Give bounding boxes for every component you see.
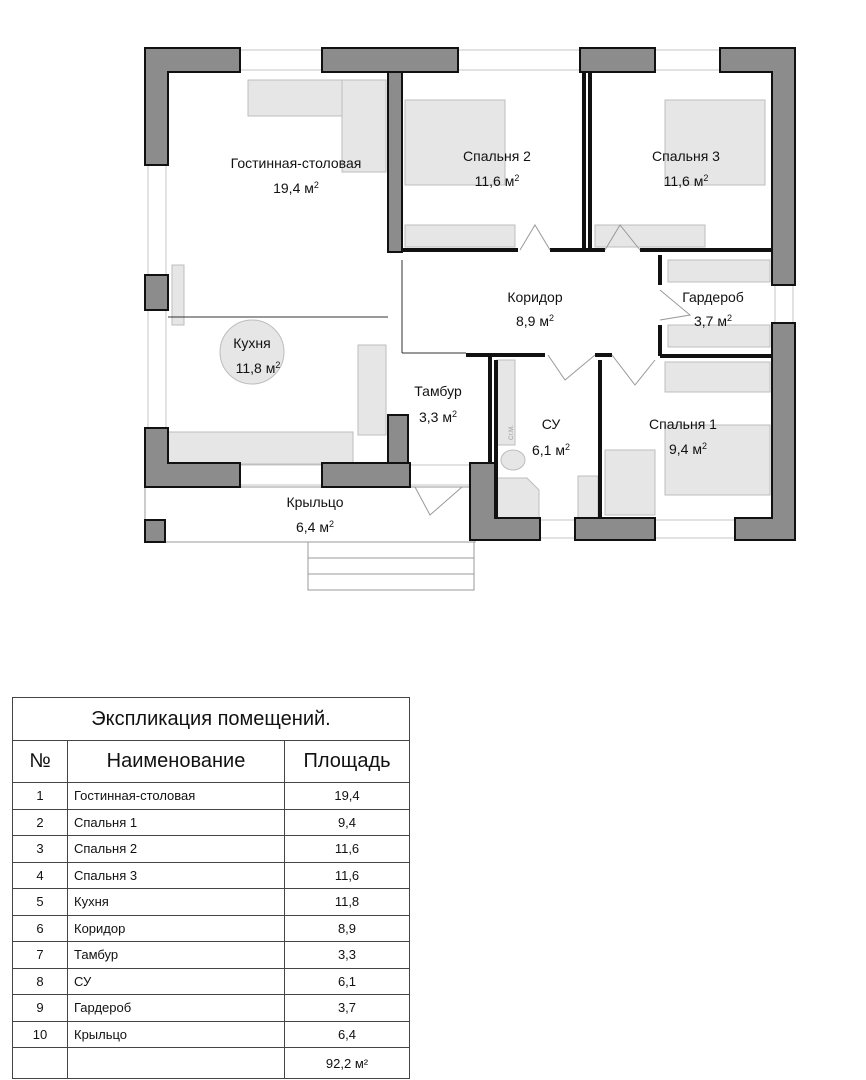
room-name-bedroom-3: Спальня 3 [652,148,720,164]
table-title: Экспликация помещений. [12,697,410,741]
row-area: 19,4 [284,782,410,810]
table-total-row: 92,2 м² [12,1047,410,1079]
row-name: СУ [67,967,285,995]
room-name-bathroom: СУ [542,416,561,432]
outer-walls [144,47,796,543]
row-number: 5 [12,888,68,916]
room-area-porch: 6,4 м2 [296,519,334,535]
interior-walls [168,71,772,518]
row-area: 9,4 [284,808,410,836]
room-area-living: 19,4 м2 [273,180,319,196]
furniture [167,79,771,519]
room-name-bedroom-1: Спальня 1 [649,416,717,432]
room-area-bedroom-2: 11,6 м2 [475,173,520,189]
room-labels: Гостинная-столовая 19,4 м2 Спальня 2 11,… [231,148,744,535]
row-area: 6,4 [284,1020,410,1048]
row-area: 11,6 [284,861,410,889]
steps [307,541,475,591]
room-name-vestibule: Тамбур [414,383,462,399]
header-number: № [12,740,68,783]
room-name-corridor: Коридор [507,289,563,305]
floor-plan: Ст.М. [144,47,796,591]
room-area-wardrobe: 3,7 м2 [694,313,732,329]
row-name: Спальня 2 [67,835,285,863]
row-number: 6 [12,914,68,942]
total-area: 92,2 м² [284,1047,410,1079]
room-name-living: Гостинная-столовая [231,155,362,171]
row-name: Спальня 1 [67,808,285,836]
row-name: Гостинная-столовая [67,782,285,810]
row-number: 10 [12,1020,68,1048]
row-number: 3 [12,835,68,863]
row-name: Кухня [67,888,285,916]
header-name: Наименование [67,740,285,783]
row-area: 11,6 [284,835,410,863]
room-area-corridor: 8,9 м2 [516,313,554,329]
room-area-vestibule: 3,3 м2 [419,409,457,425]
doors [414,224,692,516]
room-area-bathroom: 6,1 м2 [532,442,570,458]
room-name-kitchen: Кухня [233,335,270,351]
row-name: Спальня 3 [67,861,285,889]
room-name-porch: Крыльцо [286,494,343,510]
row-area: 3,3 [284,941,410,969]
room-area-kitchen: 11,8 м2 [236,360,281,376]
row-name: Гардероб [67,994,285,1022]
washer-label: Ст.М. [509,425,515,440]
room-area-bedroom-3: 11,6 м2 [664,173,709,189]
row-area: 11,8 [284,888,410,916]
header-area: Площадь [284,740,410,783]
row-number: 7 [12,941,68,969]
row-number: 8 [12,967,68,995]
row-area: 3,7 [284,994,410,1022]
row-number: 2 [12,808,68,836]
room-name-bedroom-2: Спальня 2 [463,148,531,164]
row-number: 1 [12,782,68,810]
row-number: 4 [12,861,68,889]
row-area: 6,1 [284,967,410,995]
row-name: Коридор [67,914,285,942]
row-name: Тамбур [67,941,285,969]
row-name: Крыльцо [67,1020,285,1048]
room-area-bedroom-1: 9,4 м2 [669,441,707,457]
row-number: 9 [12,994,68,1022]
row-area: 8,9 [284,914,410,942]
room-schedule-table: Экспликация помещений. № Наименование Пл… [12,697,410,1079]
room-name-wardrobe: Гардероб [682,289,744,305]
